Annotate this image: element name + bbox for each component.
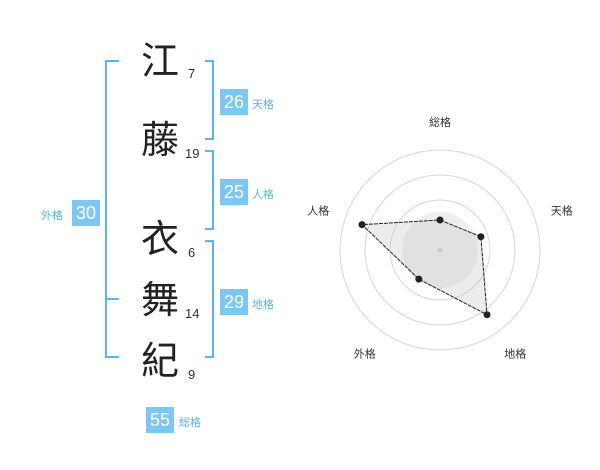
chikaku-label: 地格	[252, 298, 274, 311]
soukaku-value: 55	[146, 407, 174, 433]
kanji-char: 藤	[141, 118, 180, 162]
tenkaku-value: 26	[220, 89, 248, 115]
bracket-tick	[105, 60, 119, 62]
stroke-count: 14	[185, 306, 200, 321]
kanji-char: 江	[141, 39, 180, 83]
bracket-tick	[105, 298, 119, 300]
radar-point	[436, 216, 444, 224]
radar-axis-label: 天格	[551, 203, 573, 217]
radar-point	[477, 233, 485, 241]
kanji-char: 紀	[141, 339, 180, 383]
bracket-tick	[205, 228, 214, 230]
bracket-tick	[205, 150, 214, 152]
radar-point	[415, 275, 423, 283]
radar-axis-label: 地格	[504, 347, 526, 361]
tenkaku-bracket	[212, 60, 214, 140]
soukaku-label: 総格	[179, 416, 201, 429]
chikaku-value: 29	[220, 289, 248, 315]
gaikaku-value: 30	[72, 200, 100, 226]
radar-point	[483, 311, 491, 319]
radar-axis-label: 総格	[429, 115, 451, 129]
kanji-char: 衣	[141, 217, 180, 261]
stroke-count: 19	[185, 146, 200, 161]
bracket-tick	[205, 356, 214, 358]
radar-polygon	[360, 219, 488, 316]
stroke-count: 7	[188, 66, 196, 81]
bracket-tick	[105, 356, 119, 358]
radar-ring	[364, 174, 516, 326]
radar-center-dot	[437, 247, 443, 253]
radar-axis-label: 人格	[307, 203, 329, 217]
radar-ring	[389, 199, 491, 301]
gaikaku-label: 外格	[41, 209, 63, 222]
stroke-count: 6	[188, 245, 196, 260]
stroke-count: 9	[188, 367, 196, 382]
jinkaku-label: 人格	[252, 188, 274, 201]
radar-point	[358, 221, 366, 229]
bracket-tick	[205, 138, 214, 140]
jinkaku-value: 25	[220, 179, 248, 205]
tenkaku-label: 天格	[252, 98, 274, 111]
radar-axis-label: 外格	[354, 347, 376, 361]
gaikaku-bracket	[105, 60, 107, 358]
bracket-tick	[205, 60, 214, 62]
kanji-char: 舞	[141, 278, 180, 322]
chikaku-bracket	[212, 240, 214, 358]
jinkaku-bracket	[212, 150, 214, 230]
radar-ring	[339, 149, 541, 351]
bracket-tick	[205, 240, 214, 242]
